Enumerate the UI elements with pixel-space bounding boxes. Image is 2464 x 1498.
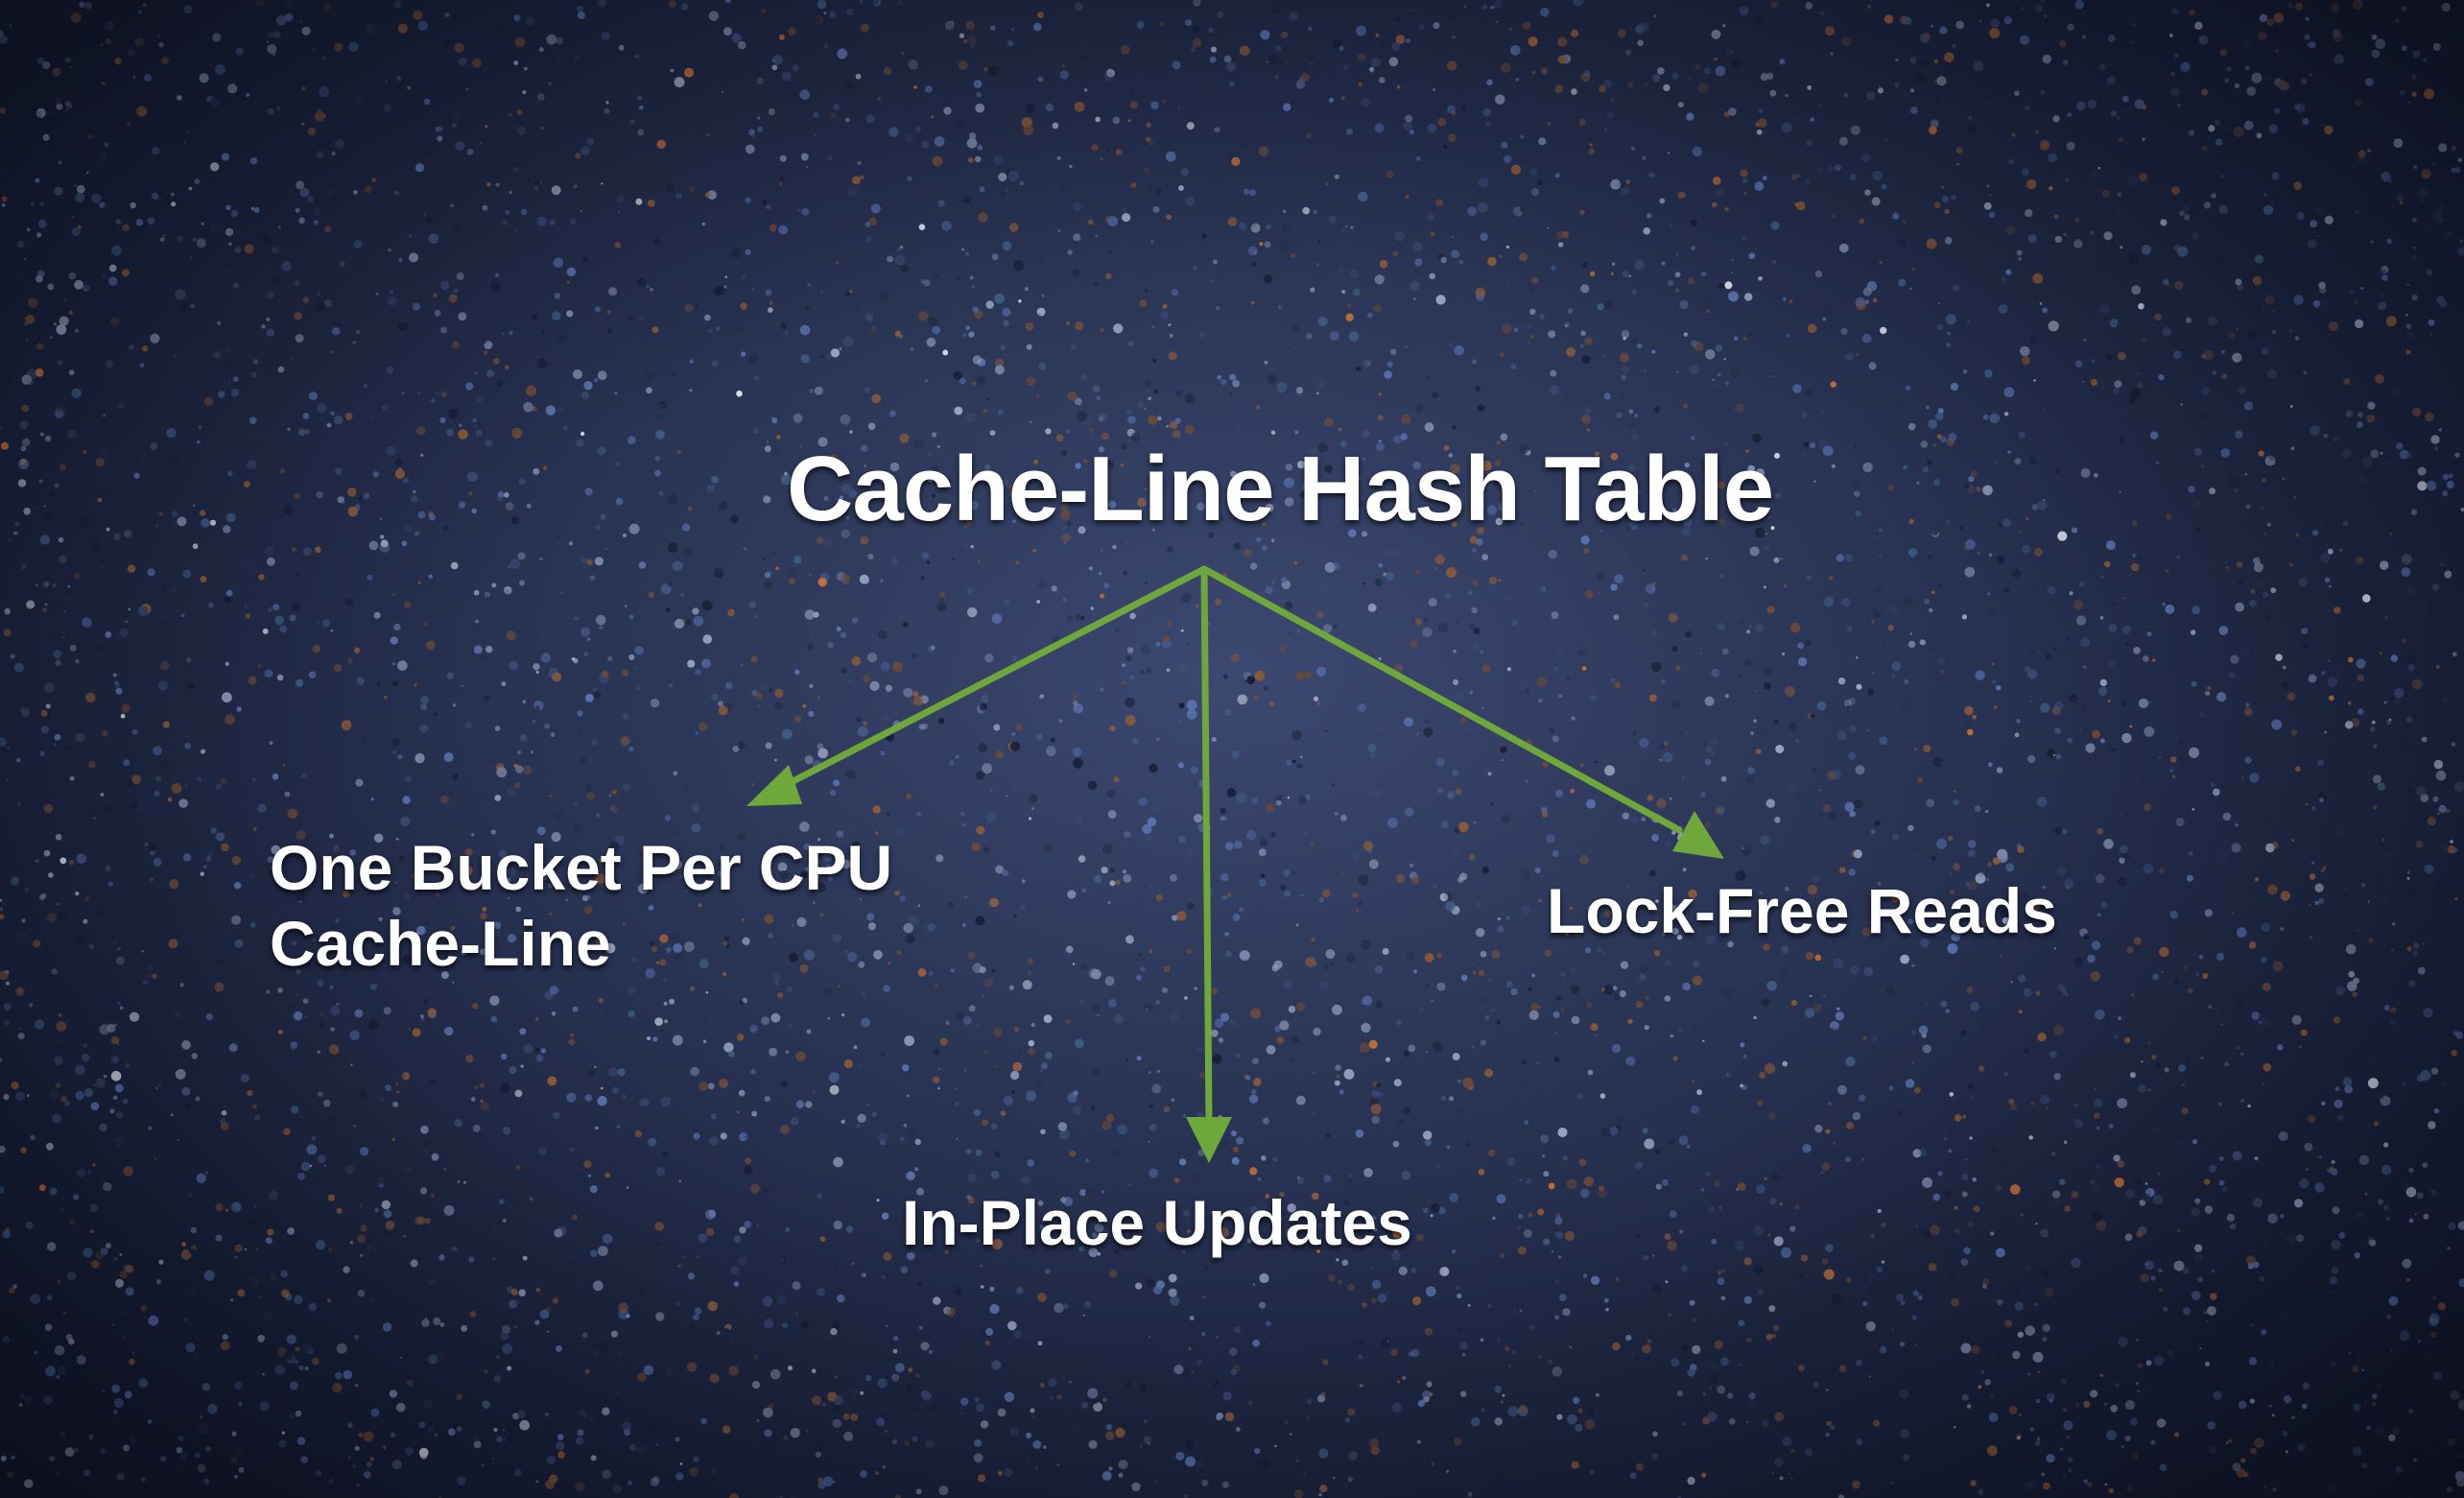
node-left-line-2: Cache-Line [270, 908, 611, 980]
arrow-to-one-bucket [746, 565, 1208, 806]
node-one-bucket-per-cpu: One Bucket Per CPU Cache-Line [270, 830, 892, 982]
node-in-place-updates: In-Place Updates [902, 1187, 1412, 1258]
arrowhead-left-icon [746, 765, 802, 806]
arrowhead-down-icon [1186, 1117, 1232, 1163]
arrow-to-in-place-updates [1186, 565, 1232, 1163]
diagram-title: Cache-Line Hash Table [787, 438, 1774, 540]
node-lock-free-reads: Lock-Free Reads [1547, 875, 2057, 946]
node-left-line-1: One Bucket Per CPU [270, 832, 893, 903]
arrowhead-right-icon [1672, 811, 1724, 859]
arrow-to-lock-free-reads [1200, 565, 1724, 859]
